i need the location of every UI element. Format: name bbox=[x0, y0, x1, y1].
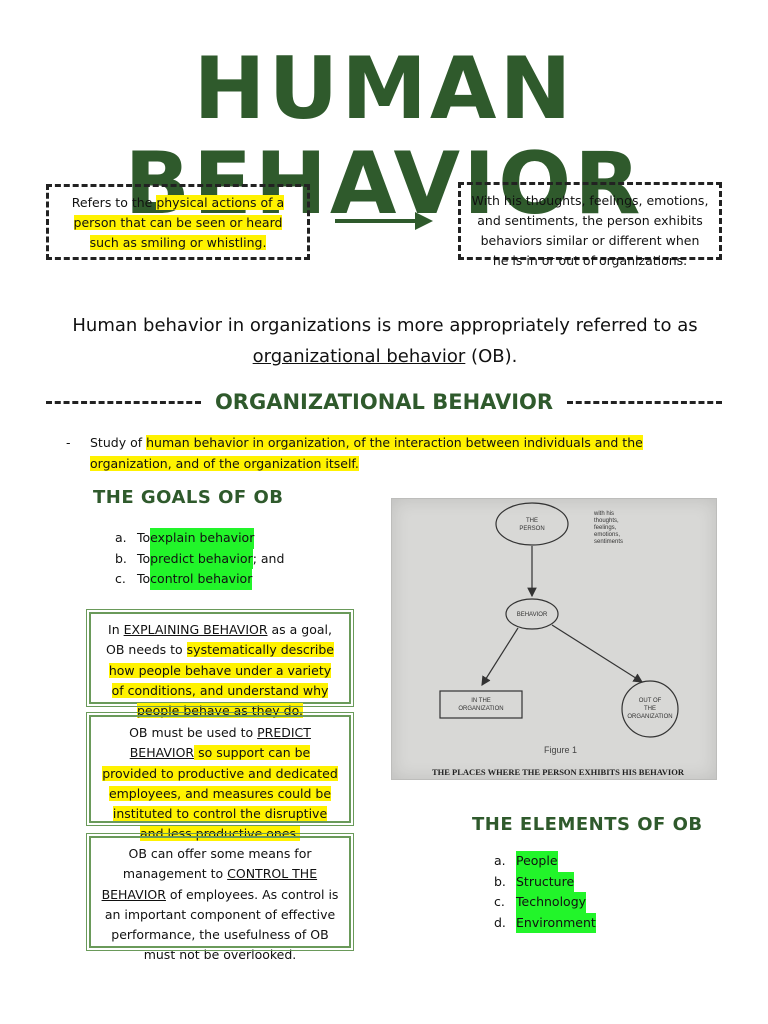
person-note: feelings, bbox=[594, 525, 617, 531]
note-text: OB must be used to bbox=[129, 725, 258, 740]
list-marker: c. bbox=[115, 571, 126, 586]
note-predict-behavior: OB must be used to PREDICT BEHAVIOR so s… bbox=[86, 712, 354, 842]
person-label-line1: THE bbox=[526, 518, 538, 524]
out-organization-node bbox=[621, 680, 679, 738]
intro-underlined-term: organizational behavior bbox=[252, 346, 466, 367]
note-text: as a goal, OB needs to bbox=[106, 622, 332, 658]
goal-highlight: explain behavior bbox=[150, 528, 255, 549]
out-org-label: THE bbox=[644, 706, 656, 712]
study-prefix: Study of bbox=[90, 435, 147, 450]
person-node bbox=[495, 502, 569, 546]
element-label: People bbox=[516, 851, 558, 872]
right-arrow-icon bbox=[335, 212, 433, 230]
element-label: Technology bbox=[516, 892, 587, 913]
person-note: with his bbox=[593, 511, 614, 517]
study-definition: - Study of human behavior in organizatio… bbox=[66, 432, 726, 474]
in-org-label: ORGANIZATION bbox=[458, 706, 503, 712]
list-item: b. To predict behavior; and bbox=[115, 548, 285, 569]
note-text: of employees. As control is an important… bbox=[104, 886, 339, 963]
person-note: thoughts, bbox=[594, 518, 619, 524]
elements-title: The Elements of OB bbox=[472, 814, 703, 835]
intro-suffix: (OB). bbox=[465, 346, 518, 367]
person-label-line2: PERSON bbox=[519, 526, 544, 532]
list-marker: a. bbox=[494, 853, 506, 868]
goals-list: a. To explain behavior b. To predict behav… bbox=[115, 528, 284, 590]
in-org-label: IN THE bbox=[471, 698, 491, 704]
divider-right bbox=[567, 400, 723, 404]
out-org-label: OUT OF bbox=[639, 698, 662, 704]
goal-highlight: predict behavior bbox=[150, 548, 253, 569]
figure-title: THE PLACES WHERE THE PERSON EXHIBITS HIS… bbox=[432, 767, 685, 777]
definition-box-right: With his thoughts, feelings, emotions, a… bbox=[458, 182, 722, 268]
goals-title: The Goals of OB bbox=[93, 487, 284, 508]
arrow-behavior-to-out bbox=[551, 624, 644, 683]
list-item: d. Environment bbox=[494, 912, 596, 933]
goal-highlight: control behavior bbox=[150, 569, 253, 590]
goal-prefix: To bbox=[137, 571, 151, 586]
elements-list: a. People b. Structure c. Technology d. Envi… bbox=[494, 851, 596, 933]
arrow-behavior-to-in bbox=[481, 627, 519, 687]
in-organization-node bbox=[439, 690, 523, 719]
study-highlight: human behavior in organization, of the i… bbox=[90, 435, 643, 471]
element-label: Structure bbox=[516, 871, 575, 892]
goal-suffix: ; and bbox=[252, 550, 285, 566]
out-org-label: ORGANIZATION bbox=[627, 714, 672, 720]
list-item: b. Structure bbox=[494, 871, 596, 892]
behavior-node bbox=[505, 598, 559, 630]
definition-left-text: Refers to the bbox=[71, 195, 157, 210]
list-marker: d. bbox=[494, 914, 506, 930]
list-item: c. Technology bbox=[494, 892, 596, 913]
list-item: a. People bbox=[494, 851, 596, 872]
figure-caption: Figure 1 bbox=[544, 745, 577, 755]
figure-diagram: THE PERSON with his thoughts, feelings, … bbox=[432, 502, 685, 777]
bullet-dash: - bbox=[66, 435, 71, 450]
section-header: Organizational Behavior bbox=[46, 386, 723, 418]
section-title: Organizational Behavior bbox=[214, 390, 554, 414]
goal-prefix: To bbox=[137, 530, 151, 545]
list-marker: b. bbox=[115, 550, 127, 566]
divider-left bbox=[46, 400, 201, 404]
note-text: In bbox=[108, 622, 124, 637]
intro-statement: Human behavior in organizations is more … bbox=[60, 310, 710, 372]
note-text: OB can offer some means for management t… bbox=[122, 846, 312, 882]
person-note: sentiments bbox=[594, 539, 623, 545]
intro-text: Human behavior in organizations is more … bbox=[72, 315, 698, 336]
note-control-behavior: OB can offer some means for management t… bbox=[86, 833, 354, 962]
note-underlined-term: EXPLAINING BEHAVIOR bbox=[123, 622, 268, 637]
behavior-label: BEHAVIOR bbox=[517, 612, 548, 618]
study-text: Study of human behavior in organization,… bbox=[90, 432, 726, 474]
note-underlined-term: PREDICT BEHAVIOR bbox=[129, 725, 311, 761]
list-marker: c. bbox=[494, 894, 505, 909]
list-marker: b. bbox=[494, 873, 506, 889]
note-highlight: systematically describe how people behav… bbox=[108, 642, 334, 719]
note-explaining-behavior: In EXPLAINING BEHAVIOR as a goal, OB nee… bbox=[86, 609, 354, 719]
list-item: c. To control behavior bbox=[115, 569, 284, 590]
behavior-figure: THE PERSON with his thoughts, feelings, … bbox=[391, 498, 717, 780]
goal-prefix: To bbox=[137, 550, 151, 566]
list-item: a. To explain behavior bbox=[115, 528, 284, 549]
person-note: emotions, bbox=[594, 532, 620, 538]
note-underlined-term: CONTROL THE BEHAVIOR bbox=[101, 866, 318, 902]
definition-box-left: Refers to the physical actions of a pers… bbox=[46, 184, 310, 260]
element-label: Environment bbox=[516, 912, 596, 933]
list-marker: a. bbox=[115, 530, 127, 545]
